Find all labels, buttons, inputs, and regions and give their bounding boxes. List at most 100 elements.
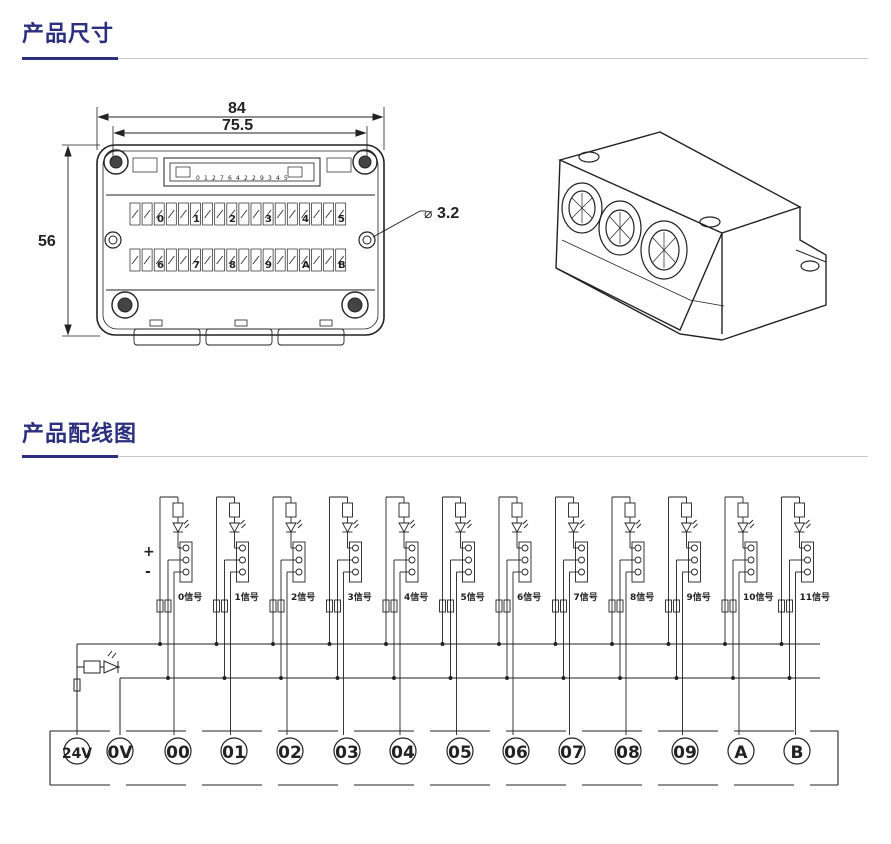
sensor-label: 2信号: [291, 591, 315, 603]
wiring-accent-bar: [22, 455, 118, 458]
sensor-channel: 8信号: [608, 496, 654, 735]
sensor-label: 3信号: [348, 591, 372, 603]
top-digit: 3: [268, 175, 272, 182]
lower-terminal-clamp: [299, 248, 310, 272]
dim-hole-spacing: 75.5: [222, 117, 253, 134]
top-digit: 7: [220, 175, 224, 182]
upper-terminal-clamp: [250, 202, 262, 226]
terminal-box: [49, 730, 839, 786]
terminal-label: 0V: [108, 743, 134, 763]
upper-terminal-clamp: [226, 202, 238, 226]
terminal-0v: 0V: [106, 737, 134, 765]
terminal-label: 07: [560, 743, 584, 763]
lower-terminal-clamp: [323, 248, 334, 272]
upper-row-label: 0: [157, 214, 164, 225]
terminal-07: 07: [558, 737, 586, 765]
top-digit: 4: [276, 175, 280, 182]
upper-terminal-clamp: [335, 202, 347, 226]
upper-terminal-clamp: [214, 202, 226, 226]
lower-terminal-clamp: [214, 248, 226, 272]
sensor-channel: 1信号: [213, 496, 259, 735]
terminal-label: 05: [448, 743, 472, 763]
terminal-label: 03: [335, 743, 359, 763]
sensor-label: 10信号: [743, 591, 774, 603]
terminal-label: A: [734, 743, 748, 763]
upper-terminal-clamp: [238, 202, 250, 226]
sensor-label: 1信号: [235, 591, 259, 603]
terminal-label: 04: [391, 743, 415, 763]
upper-row-label: 5: [338, 214, 345, 225]
terminal-01: 01: [220, 737, 248, 765]
lower-row-label: B: [338, 260, 346, 271]
isometric-product-view: [555, 131, 827, 341]
sensor-channel: 3信号: [326, 496, 372, 735]
lower-terminal-clamp: [250, 248, 262, 272]
upper-row-label: 4: [302, 214, 309, 225]
sensor-label: 4信号: [404, 591, 428, 603]
upper-terminal-clamp: [274, 202, 286, 226]
dim-height: 56: [38, 233, 56, 250]
wiring-section-title: 产品配线图: [22, 422, 138, 447]
upper-terminal-clamp: [153, 202, 165, 226]
diameter-symbol: ⌀: [424, 205, 432, 221]
lower-terminal-clamp: [226, 248, 238, 272]
terminal-label: 06: [504, 743, 528, 763]
lower-terminal-clamp: [274, 248, 286, 272]
upper-terminal-clamp: [141, 202, 153, 226]
top-digit: 6: [228, 175, 232, 182]
upper-terminal-clamp: [178, 202, 189, 226]
lower-terminal-clamp: [165, 248, 177, 272]
front-view-terminal-rows: [129, 202, 347, 272]
lower-terminal-clamp: [238, 248, 250, 272]
terminal-04: 04: [389, 737, 417, 765]
sensor-channel: 10信号: [721, 496, 774, 735]
lower-row-label: 9: [265, 260, 272, 271]
dimensions-divider: [22, 58, 868, 59]
sensor-label: 6信号: [517, 591, 541, 603]
sensor-channel: 7信号: [552, 496, 598, 735]
top-digit: 2: [212, 175, 216, 182]
sensor-label: 8信号: [630, 591, 654, 603]
dimensions-accent-bar: [22, 57, 118, 60]
lower-terminal-clamp: [202, 248, 213, 272]
lower-terminal-clamp: [190, 248, 201, 272]
terminal-label: 09: [673, 743, 697, 763]
sensor-channel: 6信号: [495, 496, 541, 735]
lower-terminal-clamp: [153, 248, 165, 272]
sensor-label: 5信号: [461, 591, 485, 603]
sensor-channel: 9信号: [665, 496, 711, 735]
lower-terminal-clamp: [129, 248, 141, 272]
sensor-label: 7信号: [574, 591, 598, 603]
terminal-label: B: [791, 743, 804, 763]
dim-hole-diameter: 3.2: [437, 205, 459, 222]
lower-row-label: 7: [193, 260, 200, 271]
lower-terminal-clamp: [262, 248, 274, 272]
terminal-label: 08: [616, 743, 640, 763]
upper-row-label: 3: [265, 214, 272, 225]
power-buses: [73, 643, 820, 735]
lower-row-label: 8: [229, 260, 236, 271]
lower-row-label: 6: [157, 260, 164, 271]
lower-terminal-clamp: [178, 248, 189, 272]
sensor-channel: 5信号: [439, 496, 485, 735]
front-view-drawing: [62, 107, 426, 346]
top-digit: 9: [260, 175, 264, 182]
top-digit: 2: [252, 175, 256, 182]
upper-terminal-clamp: [286, 202, 298, 226]
upper-terminal-clamp: [190, 202, 201, 226]
sensor-channel: 0信号: [156, 496, 202, 735]
plus-label: +: [143, 544, 155, 560]
sensor-channel: 4信号: [382, 496, 428, 735]
terminal-05: 05: [446, 737, 474, 765]
lower-terminal-clamp: [141, 248, 153, 272]
terminal-label: 24V: [62, 746, 92, 762]
lower-terminal-clamp: [311, 248, 322, 272]
upper-row-label: 2: [229, 214, 236, 225]
terminal-a: A: [727, 737, 755, 765]
sensor-channel: 2信号: [269, 496, 315, 735]
top-digit: 4: [236, 175, 240, 182]
top-digit: 0: [196, 175, 200, 182]
top-digit: 2: [244, 175, 248, 182]
upper-row-label: 1: [193, 214, 200, 225]
